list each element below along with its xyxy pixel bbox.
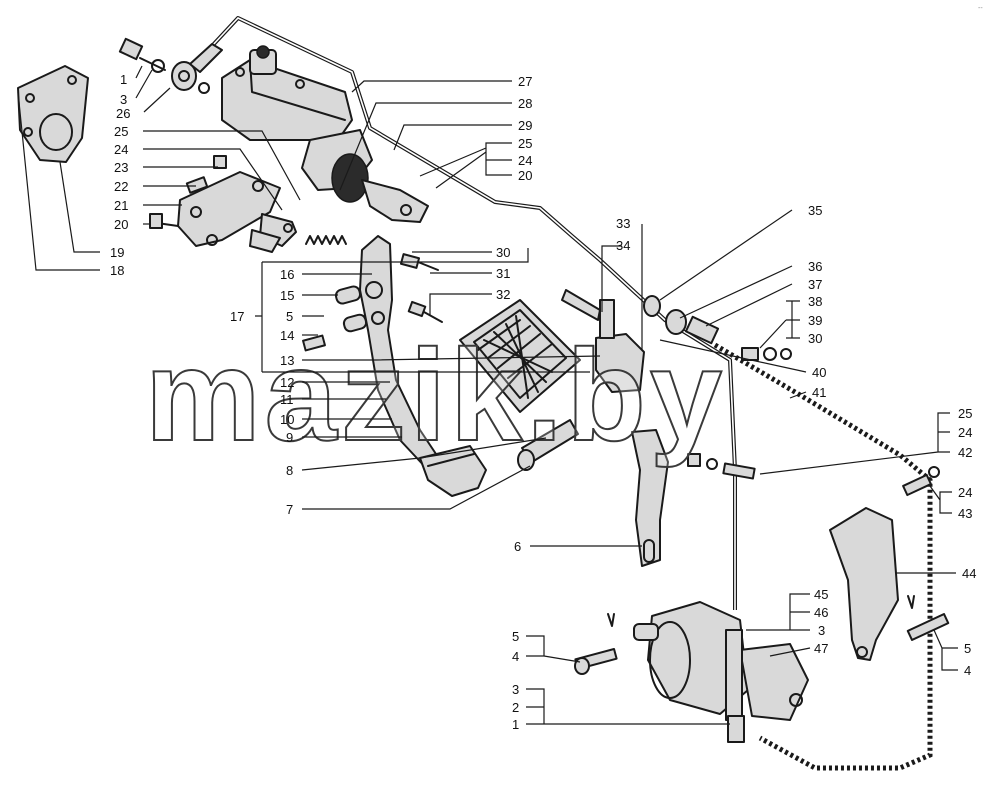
- callout-14: 14: [280, 328, 294, 343]
- callout-labels: 1 3 26 25 24 23 22 21 20 19 18 27 28 29 …: [110, 72, 976, 732]
- callout-24: 24: [518, 153, 532, 168]
- callout-17: 17: [230, 309, 244, 324]
- callout-11: 11: [280, 392, 294, 407]
- pipe-fittings: [643, 295, 720, 345]
- callout-36: 36: [808, 259, 822, 274]
- callout-5: 5: [512, 629, 519, 644]
- callout-35: 35: [808, 203, 822, 218]
- reinforced-hose: [713, 342, 933, 771]
- pedal-bushings: [302, 285, 368, 352]
- callout-28: 28: [518, 96, 532, 111]
- hydraulic-pipe-main: [210, 16, 737, 471]
- callout-31: 31: [496, 266, 510, 281]
- callout-13: 13: [280, 353, 294, 368]
- callout-45: 45: [814, 587, 828, 602]
- callout-3: 3: [512, 682, 519, 697]
- banjo-bolt-assembly: [118, 37, 223, 94]
- callout-30: 30: [808, 331, 822, 346]
- callout-44: 44: [962, 566, 976, 581]
- callout-25: 25: [114, 124, 128, 139]
- slave-cylinder-bracket: [829, 507, 899, 661]
- callout-2: 2: [512, 700, 519, 715]
- clutch-pedal-lever: [359, 235, 487, 497]
- pipe-bracket: [561, 289, 645, 393]
- callout-32: 32: [496, 287, 510, 302]
- callout-29: 29: [518, 118, 532, 133]
- bolts-right: [687, 347, 940, 497]
- callout-4: 4: [512, 649, 519, 664]
- callout-5: 5: [286, 309, 293, 324]
- callout-24: 24: [958, 425, 972, 440]
- pneumatic-booster: [633, 601, 809, 743]
- callout-1: 1: [120, 72, 127, 87]
- release-fork-lever: [631, 429, 669, 567]
- callout-20: 20: [518, 168, 532, 183]
- callout-19: 19: [110, 245, 124, 260]
- callout-39: 39: [808, 313, 822, 328]
- callout-10: 10: [280, 412, 294, 427]
- mounting-plate: [17, 65, 89, 163]
- callout-5: 5: [964, 641, 971, 656]
- callout-26: 26: [116, 106, 130, 121]
- return-spring: [305, 235, 347, 245]
- callout-6: 6: [514, 539, 521, 554]
- pedal-bracket: [149, 155, 281, 247]
- callout-38: 38: [808, 294, 822, 309]
- callout-20: 20: [114, 217, 128, 232]
- callout-9: 9: [286, 430, 293, 445]
- callout-34: 34: [616, 238, 630, 253]
- callout-41: 41: [812, 385, 826, 400]
- callout-16: 16: [280, 267, 294, 282]
- callout-46: 46: [814, 605, 828, 620]
- adjuster-bolts: [399, 253, 443, 323]
- callout-42: 42: [958, 445, 972, 460]
- callout-23: 23: [114, 160, 128, 175]
- pushrod-pin: [517, 419, 579, 471]
- callout-21: 21: [114, 198, 128, 213]
- callout-12: 12: [280, 375, 294, 390]
- callout-27: 27: [518, 74, 532, 89]
- callout-40: 40: [812, 365, 826, 380]
- pedal-pad: [459, 299, 581, 413]
- callout-3: 3: [818, 623, 825, 638]
- corner-mark: --: [978, 5, 983, 12]
- callout-30: 30: [496, 245, 510, 260]
- link-plates: [249, 213, 297, 253]
- callout-37: 37: [808, 277, 822, 292]
- callout-15: 15: [280, 288, 294, 303]
- watermark-text: mazik.by: [145, 322, 726, 468]
- leader-lines: [17, 65, 958, 725]
- callout-1: 1: [512, 717, 519, 732]
- callout-8: 8: [286, 463, 293, 478]
- callout-24: 24: [114, 142, 128, 157]
- callout-33: 33: [616, 216, 630, 231]
- callout-7: 7: [286, 502, 293, 517]
- callout-47: 47: [814, 641, 828, 656]
- master-cylinder: [221, 45, 429, 223]
- callout-22: 22: [114, 179, 128, 194]
- callout-25: 25: [958, 406, 972, 421]
- callout-43: 43: [958, 506, 972, 521]
- callout-3: 3: [120, 92, 127, 107]
- callout-4: 4: [964, 663, 971, 678]
- callout-18: 18: [110, 263, 124, 278]
- callout-24: 24: [958, 485, 972, 500]
- callout-25: 25: [518, 136, 532, 151]
